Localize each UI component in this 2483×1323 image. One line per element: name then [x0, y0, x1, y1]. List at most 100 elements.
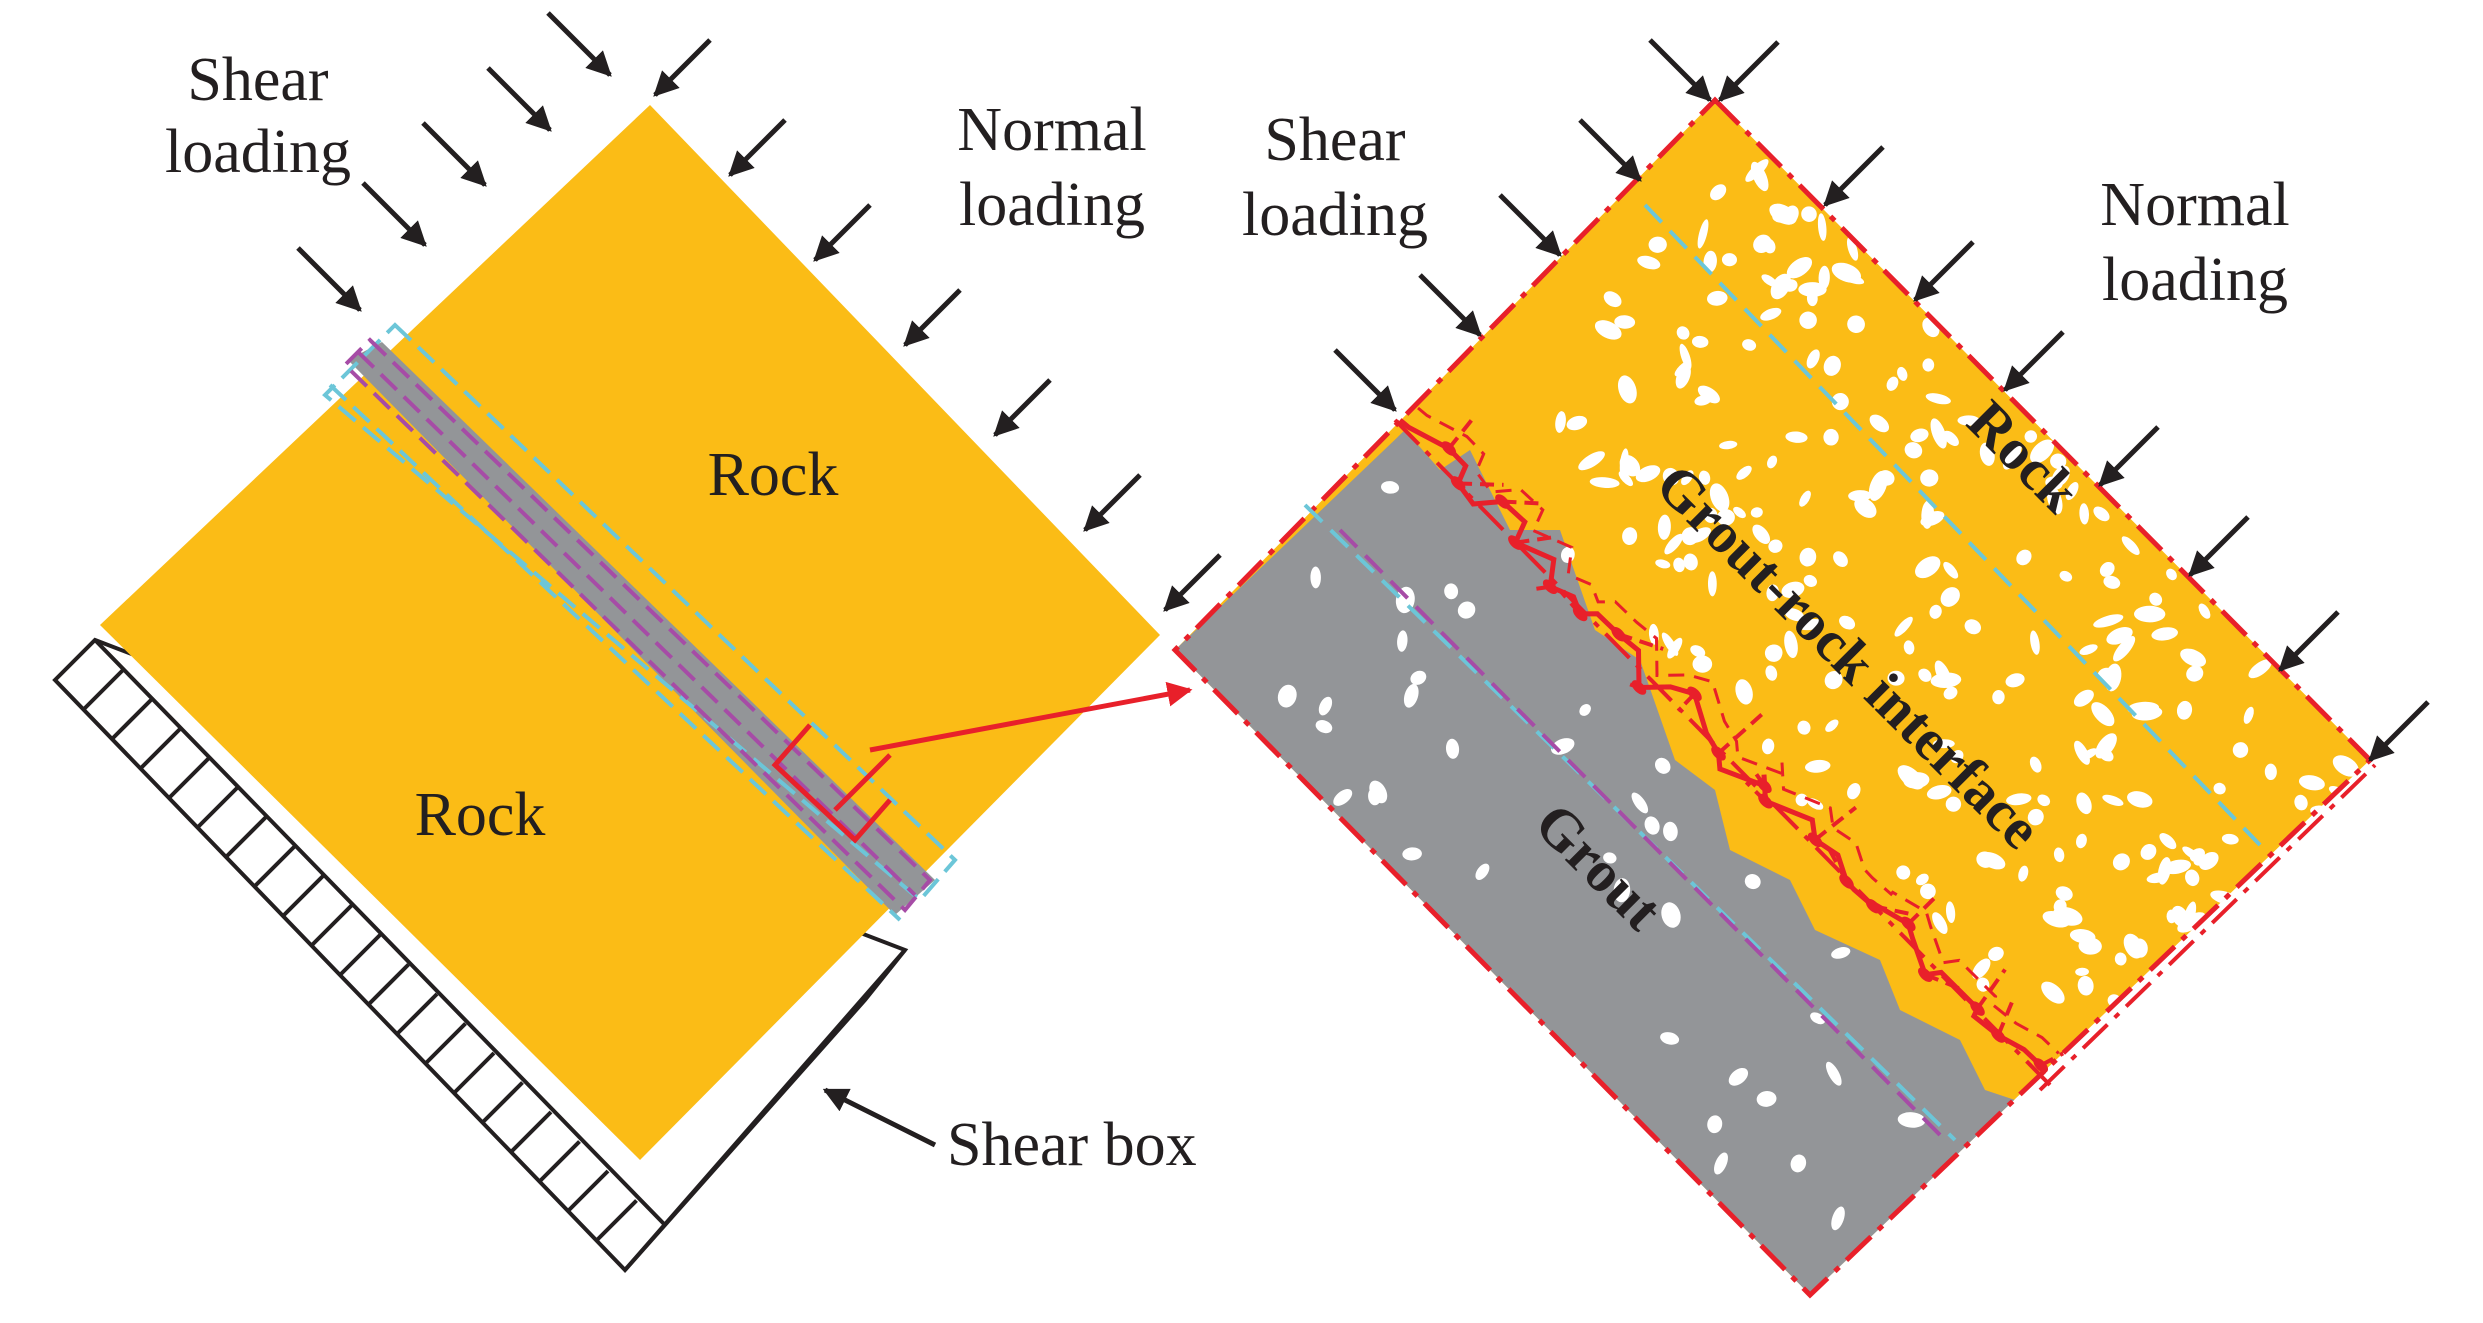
rock-pore [2294, 794, 2308, 811]
rock-pore [2030, 439, 2055, 464]
rock-pore [2146, 872, 2169, 884]
right-normal-loading-line2: loading [2102, 246, 2288, 314]
rock-pore [1735, 679, 1753, 705]
rock-pore [1750, 507, 1763, 518]
rock-pore [1555, 411, 1566, 433]
rock-pore [1703, 507, 1718, 523]
rock-pore [1817, 213, 1827, 241]
rock-pore [1854, 497, 1877, 518]
grout-pore [1445, 738, 1460, 759]
rock-pore [1675, 364, 1691, 389]
grout-pore [1381, 481, 1400, 494]
hatch-line [110, 697, 154, 741]
rock-pore [2149, 592, 2163, 606]
rock-pore [2272, 866, 2287, 888]
hatch-line [253, 845, 296, 888]
hatch-line [566, 1169, 610, 1213]
rock-pore [1760, 307, 1782, 321]
rock-pore [2037, 794, 2051, 807]
rock-pore [1683, 553, 1698, 571]
hatch-line [509, 1110, 553, 1154]
rock-pore [1781, 581, 1805, 599]
magenta-dashed-line-left [356, 350, 917, 897]
right-panel: Shear loading Normal loading Rock Grout-… [1171, 38, 2430, 1299]
rock-pore [2016, 549, 2032, 566]
rock-pore [1920, 883, 1936, 900]
rock-pore [2112, 853, 2130, 871]
rock-pore [2077, 975, 2094, 996]
rock-pore [1697, 385, 1720, 404]
rock-pore [1655, 559, 1671, 569]
load-arrow [2003, 330, 2065, 392]
grout-pore [1333, 789, 1353, 806]
rock-pore [2127, 701, 2160, 715]
load-arrow [1333, 348, 1397, 412]
rock-pore [1806, 349, 1820, 369]
rock-pore [2065, 482, 2079, 501]
grout-pore [1310, 566, 1321, 589]
rock-pore [2113, 636, 2136, 662]
load-arrow [486, 66, 552, 132]
rock-pore [2298, 775, 2325, 791]
rock-pore [1697, 219, 1709, 249]
crack-branch [1975, 968, 2007, 1010]
rock-pore [2140, 844, 2157, 860]
rock-pore [1839, 615, 1856, 630]
load-arrow [1083, 473, 1142, 532]
grout-pore [1654, 757, 1671, 774]
hatch-line [281, 874, 325, 918]
shear-loading-arrows-left [296, 11, 612, 312]
load-arrow [1498, 193, 1562, 257]
hatch-line [139, 727, 182, 770]
grout-pore [1644, 816, 1660, 835]
hatch-line [310, 904, 353, 947]
grout-pore [1714, 1152, 1728, 1175]
rock-pore [2377, 780, 2392, 795]
rock-pore [1798, 282, 1827, 297]
crack-branch [1617, 632, 1664, 651]
shear-box-pointer-arrow [822, 1087, 937, 1148]
rock-pore [1943, 430, 1959, 447]
rock-pore [1894, 616, 1913, 637]
rock-pore [1903, 772, 1930, 789]
rock-pore [2051, 465, 2070, 487]
hatch-line [481, 1081, 524, 1124]
rock-pore [2093, 614, 2124, 628]
rock-pore [2243, 706, 2254, 724]
rock-pore [2046, 485, 2063, 515]
left-normal-loading-line2: loading [959, 171, 1145, 239]
grout-pore [1660, 1032, 1680, 1045]
grout-pore [1444, 583, 1459, 600]
crack-branch [1502, 499, 1545, 506]
rock-pore [1762, 238, 1776, 254]
rock-pore [1662, 467, 1680, 486]
hatch-line [367, 963, 410, 1006]
rock-pore [1799, 490, 1811, 507]
rock-pore [1797, 720, 1811, 735]
rock-pore [2185, 869, 2200, 887]
rock-pore [1795, 793, 1808, 807]
normal-loading-arrows-left [653, 38, 1222, 612]
rock-pore [1784, 630, 1798, 659]
load-arrow [1823, 145, 1885, 207]
rock-pore [1657, 514, 1671, 540]
rock-pore [2053, 899, 2067, 914]
load-arrow [993, 378, 1052, 437]
rock-pore [2099, 561, 2115, 577]
rock-pore [2103, 575, 2121, 589]
grout-pore [1825, 1061, 1842, 1086]
rock-pore [2006, 793, 2032, 806]
cyan-dashed-box-left [322, 322, 958, 903]
rock-pore [1765, 665, 1778, 681]
rock-pore [1915, 873, 1929, 886]
rock-pore [1824, 670, 1843, 690]
right-shear-loading-line2: loading [1242, 181, 1428, 249]
load-arrow [1163, 553, 1222, 612]
hatch-line [424, 1022, 467, 1065]
rock-pore [1932, 739, 1955, 749]
rock-pore [2332, 755, 2359, 777]
crack-branch [1447, 415, 1476, 450]
rock-pore [1943, 561, 1959, 579]
right-sample-outline [1171, 96, 2374, 1299]
grout-pore [1897, 1112, 1926, 1128]
